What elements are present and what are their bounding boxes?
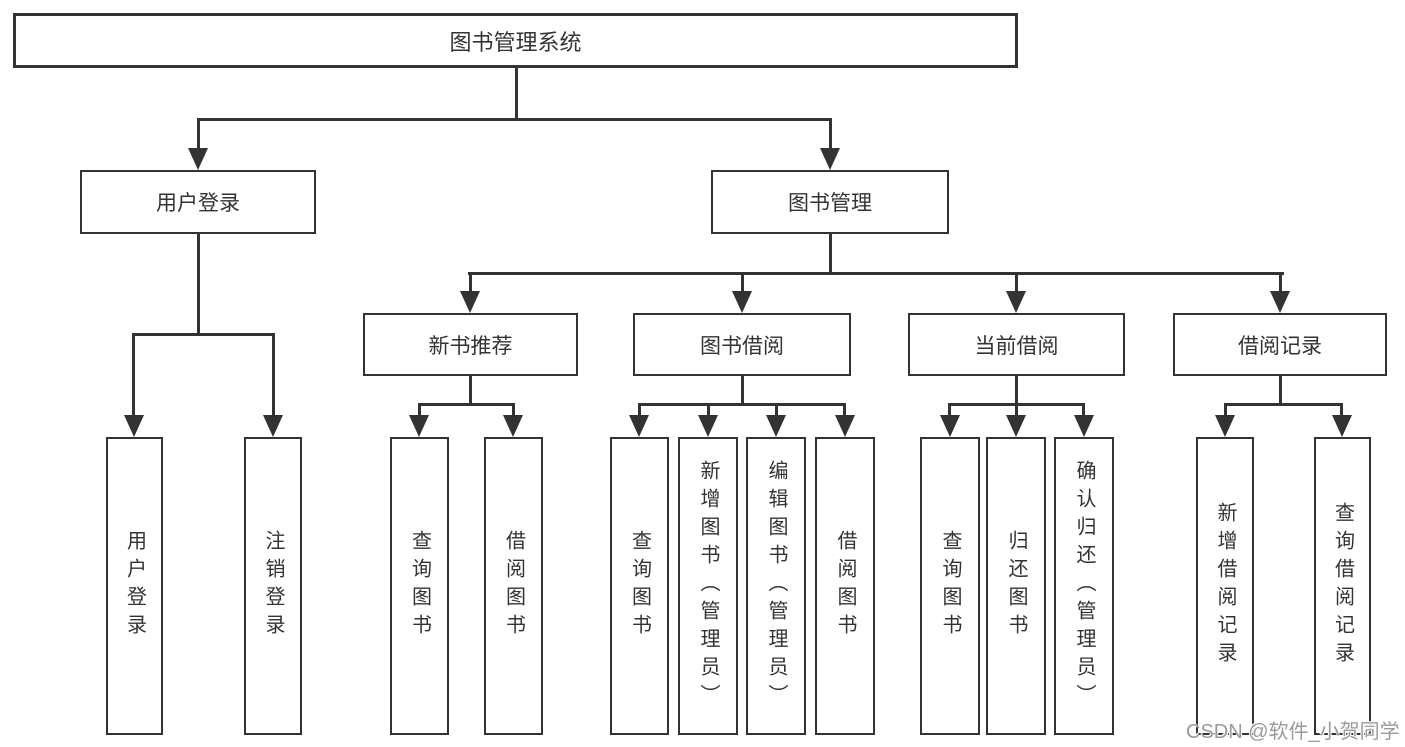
connector-drop [1224,405,1227,417]
node-borrowing-records: 借阅记录 [1173,313,1387,376]
connector-drop [948,405,951,417]
arrow-into-leaf-logout [263,415,283,437]
leaf-label: 注销登录 [262,530,284,642]
node-new-book-recommendation: 新书推荐 [363,313,578,376]
connector-recommend-branch [418,403,515,406]
arrow-into-records [1270,291,1290,313]
arrow-into-leaf [766,415,786,437]
node-label: 图书管理系统 [449,29,582,55]
connector-drop [638,405,641,417]
connector-drop-book-management [829,120,832,150]
node-user-login: 用户登录 [80,170,316,234]
leaf-query-books-recommend: 查询图书 [390,437,449,735]
arrow-into-leaf [629,415,649,437]
arrow-into-recommend [460,291,480,313]
connector-drop-user-login [197,120,200,150]
connector-drop [707,405,710,417]
connector-book-mgmt-branch [468,272,1284,275]
connector-recommend-stem [469,376,472,405]
connector-drop [1015,405,1018,417]
arrow-into-leaf [940,415,960,437]
arrow-into-user-login [188,148,208,170]
leaf-query-books-current: 查询图书 [920,437,980,735]
connector-current-stem [1015,376,1018,405]
leaf-label: 新增借阅记录 [1214,502,1236,670]
leaf-label: 确认归还（管理员） [1073,460,1095,712]
arrow-into-leaf [835,415,855,437]
arrow-into-current [1006,291,1026,313]
leaf-query-books-borrowing: 查询图书 [610,437,669,735]
leaf-label: 归还图书 [1005,530,1027,642]
arrow-into-leaf [1006,415,1026,437]
leaf-user-login: 用户登录 [106,437,163,735]
node-library-management-system: 图书管理系统 [13,13,1018,68]
leaf-label: 查询图书 [408,530,431,642]
leaf-borrow-books-recommend: 借阅图书 [484,437,543,735]
leaf-label: 用户登录 [123,530,146,642]
leaf-label: 查询借阅记录 [1331,502,1354,670]
node-label: 新书推荐 [428,334,513,358]
arrow-into-borrowing [732,291,752,313]
connector-root-stem [515,68,518,121]
node-book-management: 图书管理 [711,170,949,234]
connector-borrowing-stem [741,376,744,405]
connector-drop-records [1279,274,1282,293]
connector-drop [1082,405,1085,417]
leaf-label: 借阅图书 [502,530,525,642]
arrow-into-leaf [503,415,523,437]
leaf-label: 查询图书 [939,530,961,642]
connector-records-branch [1224,403,1343,406]
connector-drop-leaf-logout [272,335,275,417]
node-label: 当前借阅 [974,334,1059,358]
connector-borrowing-branch [638,403,846,406]
leaf-confirm-return-admin: 确认归还（管理员） [1054,437,1114,735]
leaf-label: 查询图书 [628,530,651,642]
leaf-borrow-books: 借阅图书 [815,437,875,735]
leaf-logout: 注销登录 [244,437,302,735]
connector-drop-leaf-login [132,335,135,417]
leaf-label: 编辑图书（管理员） [765,460,787,712]
leaf-label: 新增图书（管理员） [697,460,719,712]
arrow-into-leaf [1215,415,1235,437]
connector-book-mgmt-stem [829,234,832,275]
watermark: CSDN @软件_小贺同学 [1186,721,1400,743]
node-label: 图书借阅 [700,334,784,358]
arrow-into-leaf [698,415,718,437]
connector-user-login-branch [132,333,275,336]
connector-current-branch [948,403,1085,406]
connector-drop-current [1015,274,1018,293]
leaf-query-borrow-record: 查询借阅记录 [1314,437,1371,735]
connector-drop [418,405,421,417]
connector-root-branch [197,118,832,121]
arrow-into-leaf [409,415,429,437]
arrow-into-book-management [820,148,840,170]
connector-drop [843,405,846,417]
connector-user-login-stem [197,234,200,335]
connector-drop [512,405,515,417]
arrow-into-leaf [1074,415,1094,437]
arrow-into-leaf-login [124,415,144,437]
connector-drop [775,405,778,417]
node-book-borrowing: 图书借阅 [633,313,851,376]
connector-drop-recommend [469,274,472,293]
node-current-borrowing: 当前借阅 [908,313,1125,376]
connector-drop-borrowing [741,274,744,293]
node-label: 借阅记录 [1238,334,1322,358]
arrow-into-leaf [1332,415,1352,437]
leaf-edit-books-admin: 编辑图书（管理员） [746,437,806,735]
node-label: 用户登录 [156,192,240,215]
node-label: 图书管理 [788,192,872,215]
leaf-label: 借阅图书 [834,530,856,642]
leaf-add-borrow-record: 新增借阅记录 [1196,437,1254,735]
connector-drop [1340,405,1343,417]
connector-records-stem [1279,376,1282,405]
leaf-return-books: 归还图书 [986,437,1046,735]
leaf-add-books-admin: 新增图书（管理员） [678,437,738,735]
